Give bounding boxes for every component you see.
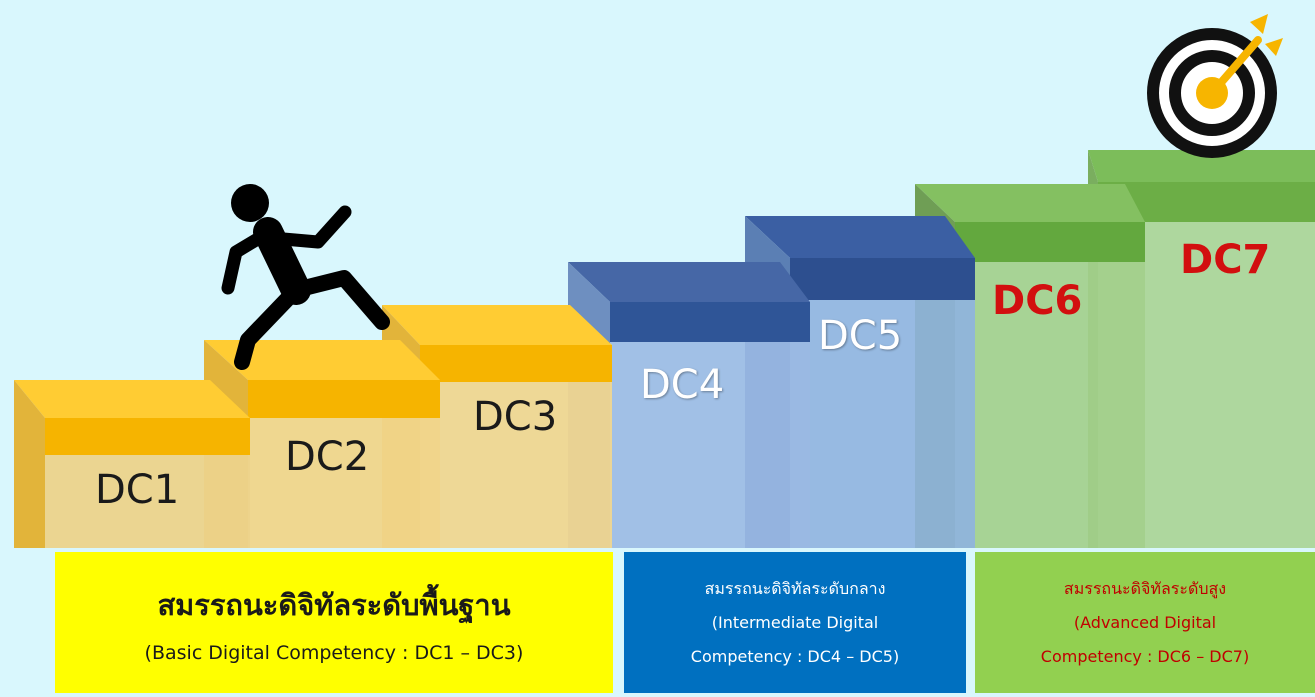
step-label-dc6: DC6 xyxy=(992,278,1083,324)
intermediate-competency-line1: สมรรถนะดิจิทัลระดับกลาง xyxy=(704,578,886,598)
advanced-competency-line3: Competency : DC6 – DC7) xyxy=(1040,646,1250,666)
step-label-dc5: DC5 xyxy=(818,313,903,359)
step-label-dc2: DC2 xyxy=(285,434,370,480)
running-person-icon xyxy=(221,184,390,370)
intermediate-competency-line3: Competency : DC4 – DC5) xyxy=(690,646,900,666)
basic-competency-subtitle: (Basic Digital Competency : DC1 – DC3) xyxy=(144,641,524,664)
basic-competency-box: สมรรถนะดิจิทัลระดับพื้นฐาน (Basic Digita… xyxy=(55,552,613,693)
advanced-competency-line2: (Advanced Digital xyxy=(1073,612,1217,632)
step-label-dc1: DC1 xyxy=(95,467,180,513)
step-label-dc7: DC7 xyxy=(1180,237,1271,283)
step-dc1 xyxy=(14,380,250,548)
intermediate-competency-line2: (Intermediate Digital xyxy=(711,612,879,632)
advanced-competency-box: สมรรถนะดิจิทัลระดับสูง (Advanced Digital… xyxy=(975,552,1315,693)
advanced-competency-line1: สมรรถนะดิจิทัลระดับสูง xyxy=(1063,578,1227,598)
target-with-arrow-icon xyxy=(1147,14,1283,158)
step-label-dc4: DC4 xyxy=(640,362,725,408)
basic-competency-title: สมรรถนะดิจิทัลระดับพื้นฐาน xyxy=(157,587,511,622)
step-label-dc3: DC3 xyxy=(473,394,558,440)
intermediate-competency-box: สมรรถนะดิจิทัลระดับกลาง (Intermediate Di… xyxy=(624,552,966,693)
